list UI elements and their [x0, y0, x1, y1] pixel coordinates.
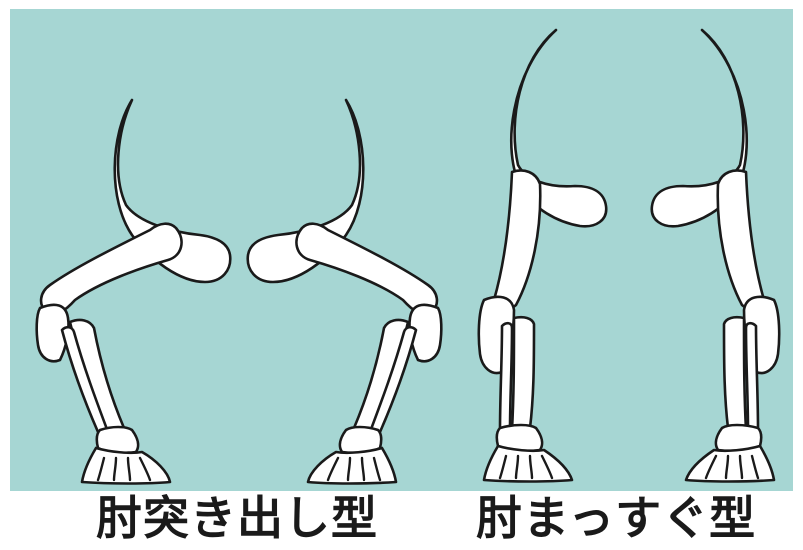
caption-elbow-straight: 肘まっすぐ型: [476, 488, 756, 548]
diagram-svg: [10, 9, 793, 491]
right-radius: [512, 317, 534, 431]
caption-elbow-out: 肘突き出し型: [96, 488, 378, 548]
right-ulna: [500, 323, 512, 431]
background-panel: [10, 9, 793, 491]
